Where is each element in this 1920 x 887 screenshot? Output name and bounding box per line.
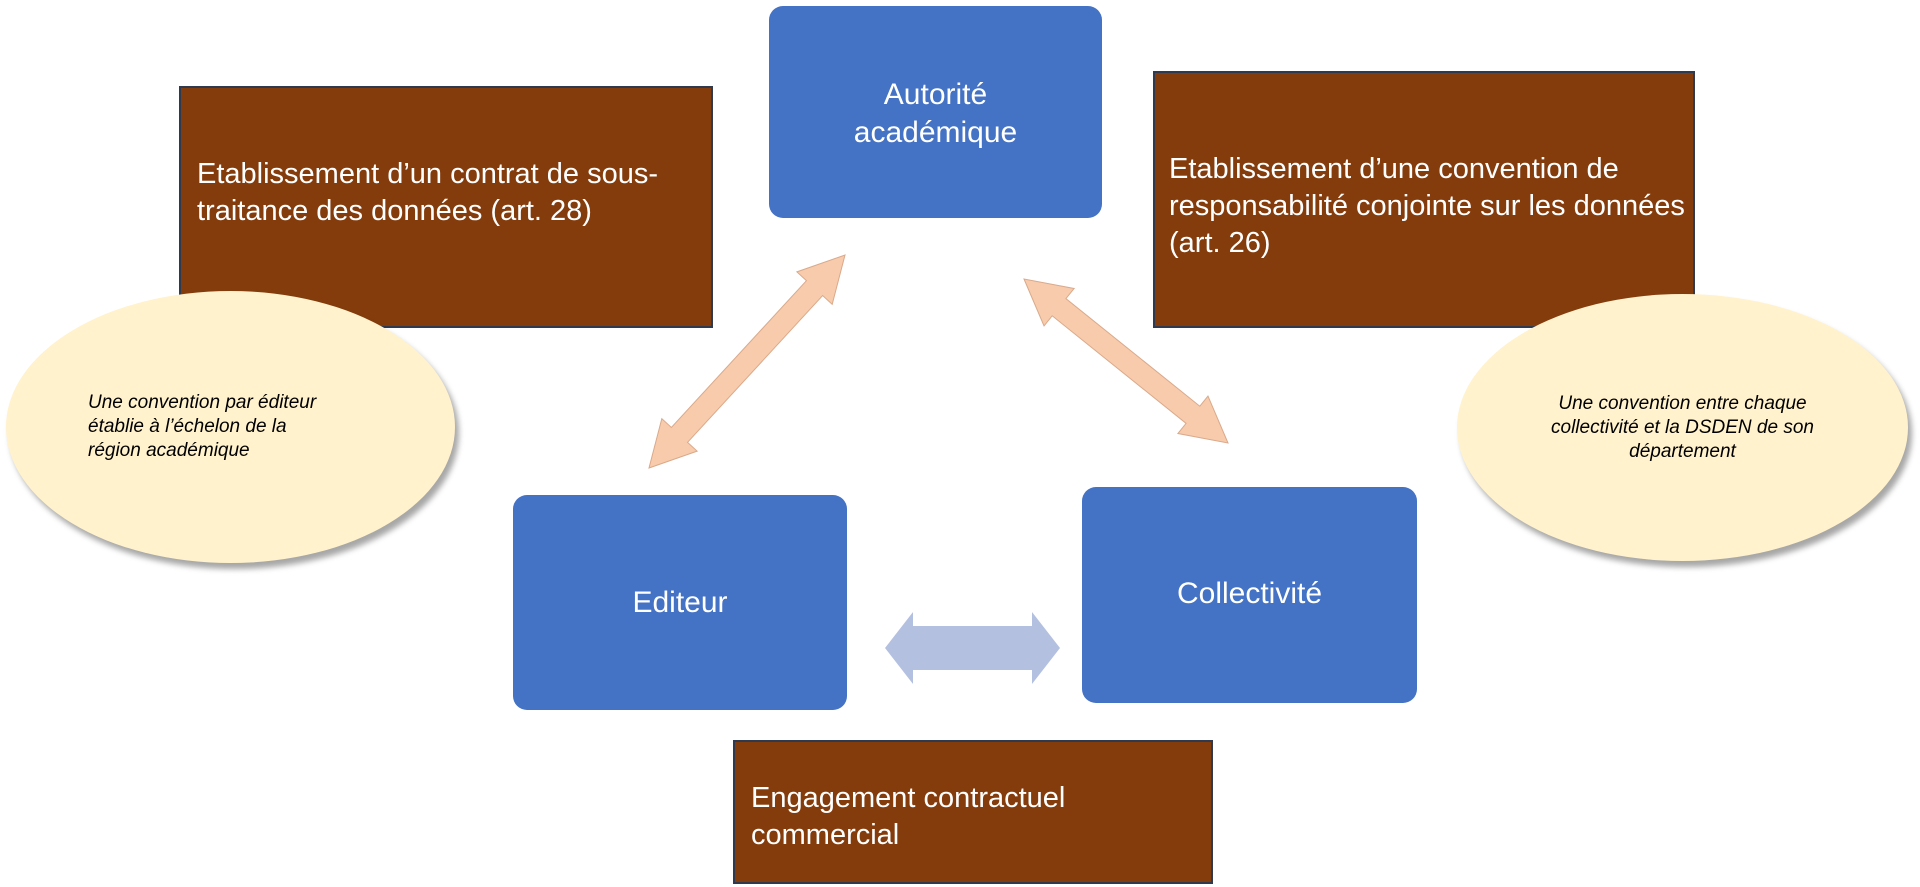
note-text-editor: Une convention par éditeur établie à l’é… bbox=[88, 392, 317, 461]
node-label-autorite: Autorité académique bbox=[853, 78, 1018, 149]
relation-label-commercial: Engagement contractuel commercial bbox=[751, 782, 1066, 851]
relation-box-subcontracting: Etablissement d’un contrat de sous-trait… bbox=[179, 86, 713, 328]
relation-box-commercial: Engagement contractuel commercial bbox=[733, 740, 1213, 884]
node-editeur: Editeur bbox=[513, 495, 847, 710]
node-label-collectivite: Collectivité bbox=[1176, 577, 1323, 610]
node-autorite-academique: Autorité académique bbox=[769, 6, 1102, 218]
double-arrow-autorite-collectivite bbox=[1023, 278, 1229, 444]
note-ellipse-editor: Une convention par éditeur établie à l’é… bbox=[6, 291, 455, 563]
double-arrow-editor-collectivite bbox=[885, 612, 1060, 684]
note-ellipse-collectivity: Une convention entre chaque collectivité… bbox=[1457, 294, 1908, 561]
note-text-collectivity: Une convention entre chaque collectivité… bbox=[1551, 392, 1814, 462]
relation-label-subcontracting: Etablissement d’un contrat de sous-trait… bbox=[197, 158, 659, 227]
relation-label-joint-responsibility: Etablissement d’une convention de respon… bbox=[1169, 153, 1685, 259]
node-label-editeur: Editeur bbox=[632, 585, 728, 619]
relation-box-joint-responsibility: Etablissement d’une convention de respon… bbox=[1153, 71, 1695, 328]
node-collectivite: Collectivité bbox=[1082, 487, 1417, 703]
double-arrow-editor-autorite bbox=[648, 254, 846, 469]
